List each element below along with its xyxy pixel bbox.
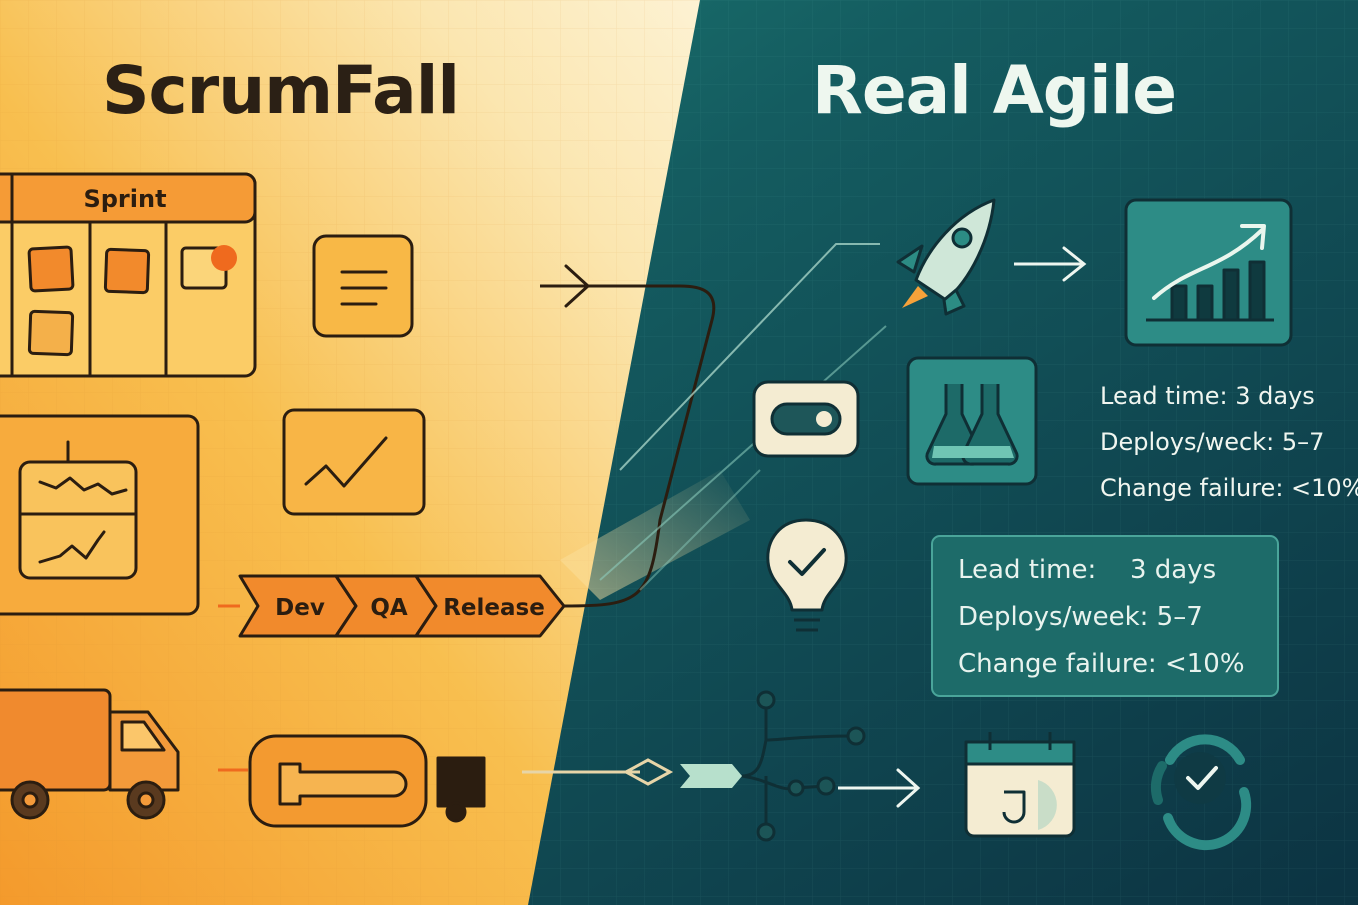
metric-deploys: Deploys/weck: 5–7 [1100, 428, 1325, 456]
calendar-icon [964, 732, 1076, 838]
branch-graph-icon [741, 690, 866, 842]
metric-change-failure: Change failure: <10% [1100, 474, 1358, 502]
card-change-failure: Change failure: <10% [958, 649, 1245, 679]
card-deploys: Deploys/week: 5–7 [958, 602, 1203, 632]
card-lead-time-label: Lead time: [958, 555, 1097, 585]
arrow-right-icon [896, 768, 921, 808]
arrow-right-icon [1062, 246, 1087, 282]
alert-dot-icon [211, 245, 237, 271]
pipeline-stage-release [414, 574, 566, 638]
container-truck-icon [248, 734, 486, 828]
experiment-flasks-icon [906, 356, 1038, 486]
lightbulb-icon [766, 518, 848, 632]
metrics-card [931, 535, 1279, 697]
pipeline-label-dev: Dev [275, 595, 325, 621]
scrumfall-title: ScrumFall [102, 52, 460, 129]
dashboard-frame [0, 414, 200, 616]
delivery-truck-icon [0, 688, 180, 820]
trend-chart-icon [282, 408, 426, 516]
handoff-connector [540, 284, 716, 608]
refresh-check-icon [1150, 734, 1252, 851]
growth-chart-icon [1124, 198, 1293, 347]
real-agile-title: Real Agile [812, 52, 1177, 129]
flow-line [619, 243, 880, 471]
pipeline [238, 574, 566, 638]
arrow-right-icon [564, 264, 591, 308]
rocket-icon [896, 198, 996, 316]
metric-lead-time: Lead time: 3 days [1100, 382, 1315, 410]
pipeline-label-qa: QA [370, 595, 408, 621]
document-icon [312, 234, 414, 338]
card-lead-time-value: 3 days [1130, 555, 1217, 585]
sprint-board [0, 172, 257, 378]
pipeline-label-release: Release [443, 595, 545, 621]
feature-toggle-icon [752, 380, 860, 458]
sprint-board-header: Sprint [83, 185, 166, 213]
